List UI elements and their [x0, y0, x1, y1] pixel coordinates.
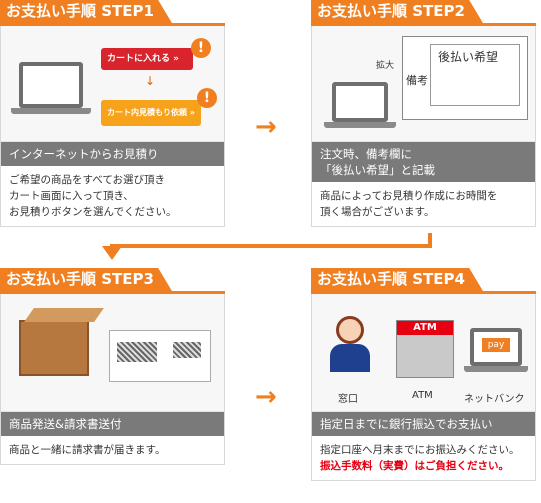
- laptop-base: [464, 366, 528, 372]
- remarks-label: 備考: [406, 74, 428, 87]
- laptop-base: [11, 108, 91, 114]
- envelope-window: [117, 342, 157, 362]
- transfer-fee-note: 振込手数料（実費）はご負担ください。: [320, 460, 509, 472]
- exclamation-icon: !: [191, 38, 211, 58]
- atm-label: ATM: [412, 390, 433, 401]
- step2-illustration: 拡大 備考 後払い希望: [312, 26, 535, 142]
- bank-teller-icon: [326, 316, 374, 372]
- step2-bar: 注文時、備考欄に 「後払い希望」と記載: [312, 142, 535, 182]
- step2-title: お支払い手順 STEP2: [311, 0, 483, 23]
- step1-illustration: カートに入れる » ! ↓ カート内見積もり依頼 » !: [1, 26, 224, 142]
- step3-bar: 商品発送&請求書送付: [1, 412, 224, 436]
- step4-header: お支払い手順 STEP4: [311, 268, 536, 294]
- step3-title: お支払い手順 STEP3: [0, 268, 172, 291]
- netbank-label: ネットバンク: [464, 394, 525, 405]
- step2-panel: お支払い手順 STEP2 拡大 備考 後払い希望 注文時、備考欄に 「後払い希望…: [311, 0, 536, 227]
- package-top: [24, 308, 104, 322]
- down-arrow-icon: ↓: [145, 74, 156, 88]
- step1-header: お支払い手順 STEP1: [0, 0, 225, 26]
- right-arrow-icon: →: [255, 112, 277, 142]
- estimate-button-image: カート内見積もり依頼 »: [101, 100, 201, 126]
- laptop-icon: [19, 62, 83, 108]
- step-connector-line: [110, 244, 432, 248]
- step2-header: お支払い手順 STEP2: [311, 0, 536, 26]
- package-icon: [19, 320, 89, 376]
- step3-panel: お支払い手順 STEP3 商品発送&請求書送付 商品と一緒に請求書が届きます。: [0, 268, 225, 465]
- step4-description: 指定口座へ月末までにお振込みください。 振込手数料（実費）はご負担ください。: [312, 436, 535, 480]
- step3-header: お支払い手順 STEP3: [0, 268, 225, 294]
- atm-icon: ATM: [396, 320, 454, 378]
- right-arrow-icon: →: [255, 382, 277, 412]
- step4-title: お支払い手順 STEP4: [311, 268, 483, 291]
- deferred-payment-note: 後払い希望: [438, 50, 499, 64]
- step-connector-line: [428, 233, 432, 247]
- pay-button-icon: pay: [482, 338, 510, 352]
- step1-panel: お支払い手順 STEP1 カートに入れる » ! ↓ カート内見積もり依頼 » …: [0, 0, 225, 227]
- step4-bar: 指定日までに銀行振込でお支払い: [312, 412, 535, 436]
- cart-button-image: カートに入れる »: [101, 48, 193, 70]
- step1-description: ご希望の商品をすべてお選び頂き カート画面に入って頂き、 お見積りボタンを選んで…: [9, 174, 177, 218]
- step4-illustration: 窓口 ATM ATM pay ネットバンク: [312, 294, 535, 412]
- step-connector-arrowhead: [102, 246, 122, 260]
- step3-description: 商品と一緒に請求書が届きます。: [9, 444, 166, 456]
- step2-description: 商品によってお見積り作成にお時間を 頂く場合がございます。: [320, 190, 498, 218]
- exclamation-icon: !: [197, 88, 217, 108]
- laptop-base: [324, 122, 396, 128]
- envelope-stamp: [173, 342, 201, 358]
- counter-label: 窓口: [338, 394, 358, 405]
- step3-illustration: [1, 294, 224, 412]
- step1-bar: インターネットからお見積り: [1, 142, 224, 166]
- step4-panel: お支払い手順 STEP4 窓口 ATM ATM pay ネットバンク 指定日まで…: [311, 268, 536, 481]
- zoom-label: 拡大: [376, 61, 395, 71]
- laptop-icon: [332, 82, 388, 122]
- remarks-field: [430, 44, 520, 106]
- step1-title: お支払い手順 STEP1: [0, 0, 172, 23]
